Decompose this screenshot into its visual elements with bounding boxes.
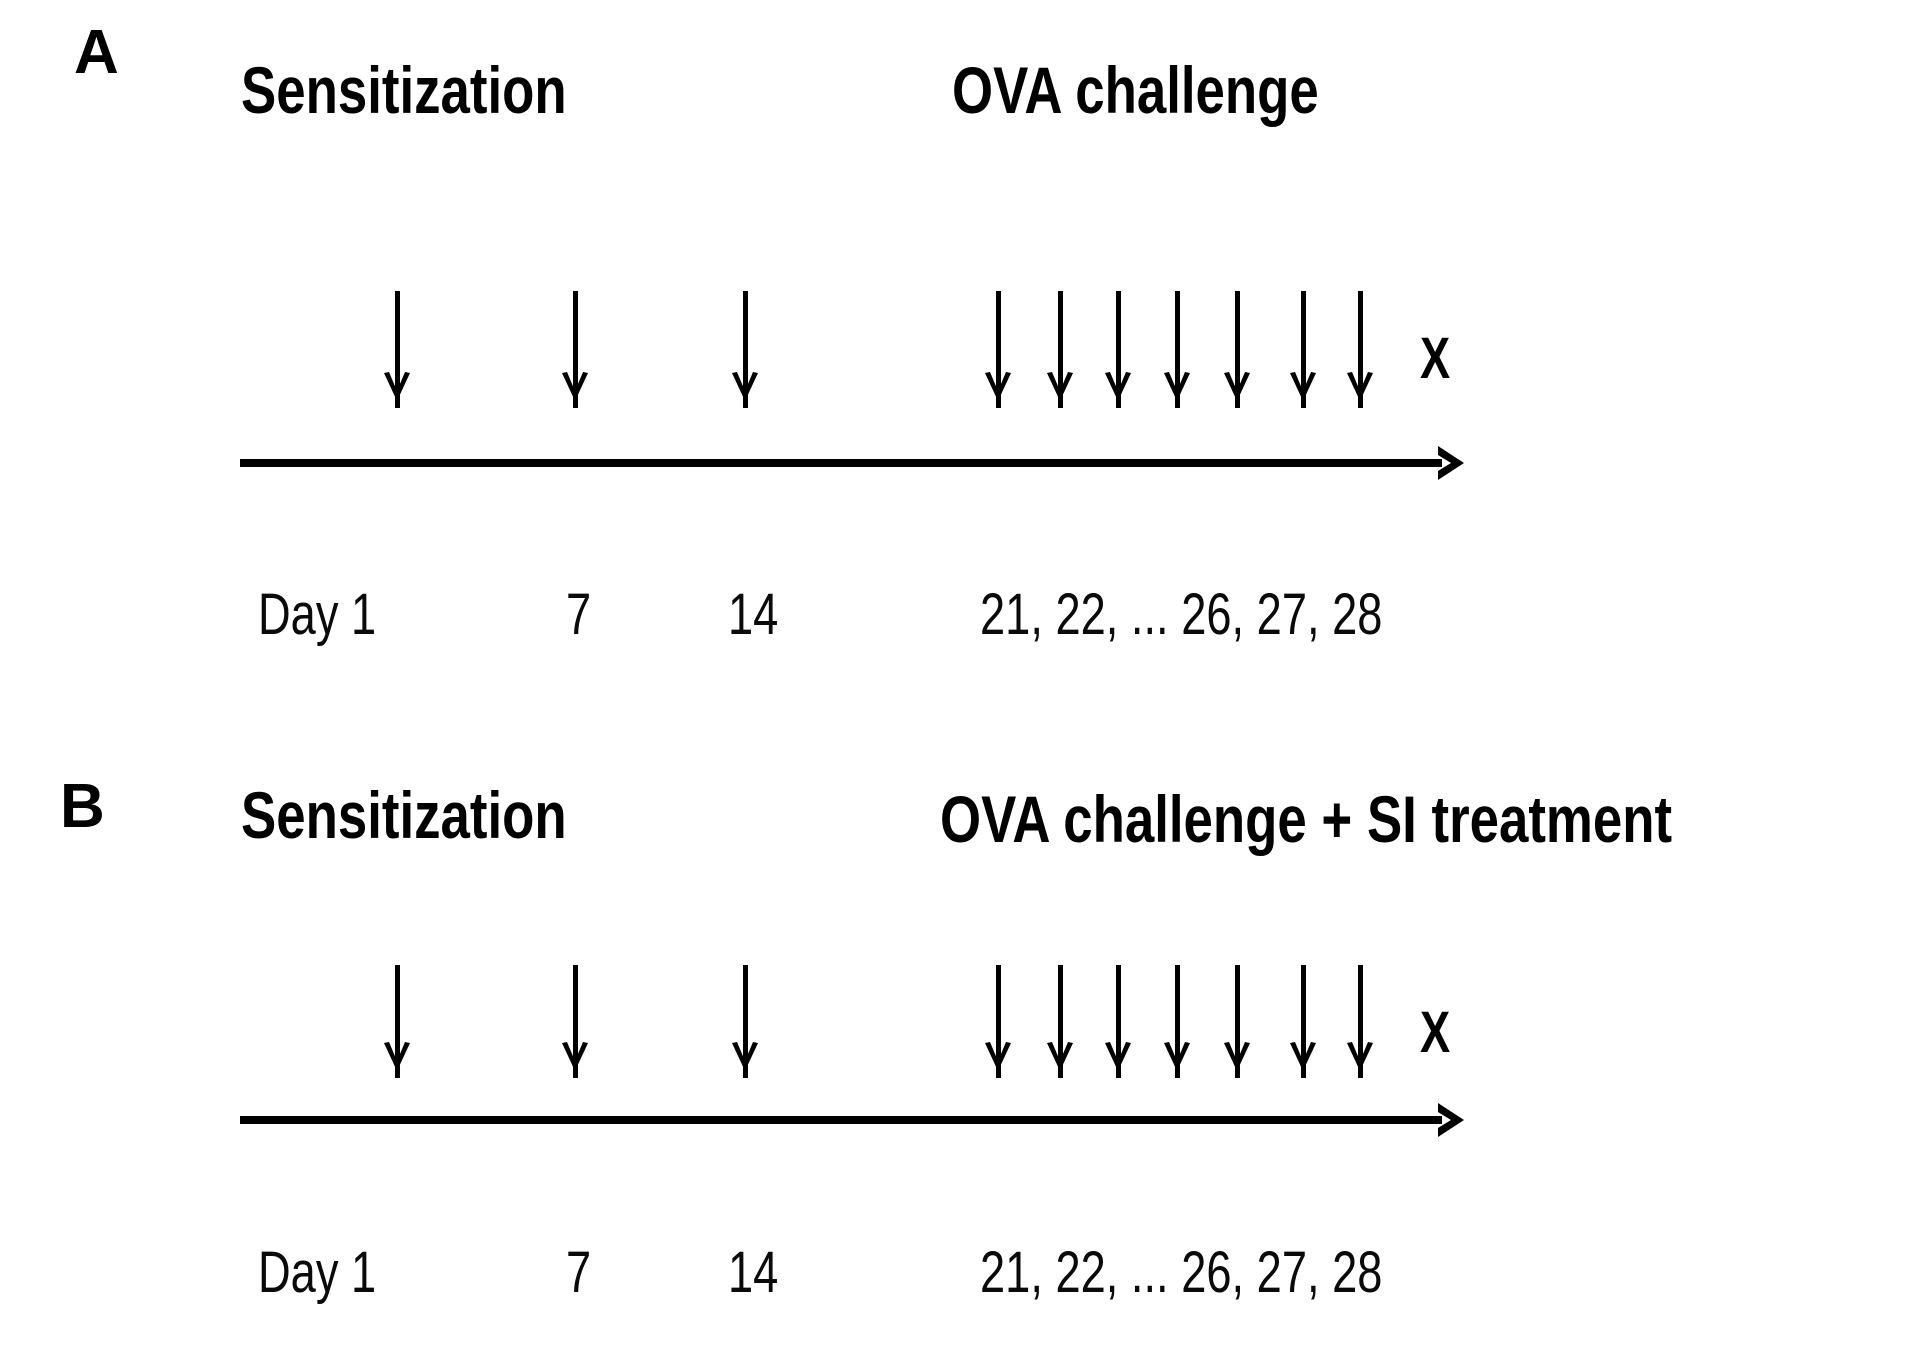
day-label-4: 21, 22, ... 26, 27, 28 [980,582,1383,647]
challenge-arrow-3 [1103,965,1133,1078]
day-label-1: Day 1 [258,1240,377,1305]
challenge-arrow-6 [1288,965,1318,1078]
panel-b-heading-sensitization: Sensitization [241,778,567,852]
challenge-arrow-1 [983,965,1013,1078]
arrow-shaft [1358,291,1363,408]
sensitization-arrow-day-1 [382,965,412,1078]
arrow-down-icon [383,1041,411,1079]
day-label-1: Day 1 [258,582,377,647]
arrow-down-icon [1223,1041,1251,1079]
arrow-shaft [996,965,1001,1078]
arrow-down-icon [561,1041,589,1079]
arrow-shaft [743,965,748,1078]
arrow-shaft [1301,965,1306,1078]
day-label-3: 14 [728,582,779,647]
day-label-4: 21, 22, ... 26, 27, 28 [980,1240,1383,1305]
sensitization-arrow-day-7 [560,965,590,1078]
arrow-shaft [395,291,400,408]
arrow-shaft [573,291,578,408]
arrow-shaft [1301,291,1306,408]
arrow-down-icon [1046,371,1074,409]
arrow-down-icon [731,371,759,409]
arrow-down-icon [1289,1041,1317,1079]
challenge-arrow-7 [1345,965,1375,1078]
arrow-down-icon [561,371,589,409]
challenge-arrow-5 [1222,965,1252,1078]
challenge-arrow-6 [1288,291,1318,408]
arrow-shaft [1116,965,1121,1078]
panel-b-axis-arrowhead-icon [1434,1100,1474,1140]
panel-a-timeline-axis [240,443,1468,483]
panel-letter-a: A [74,18,119,87]
panel-a-heading-sensitization: Sensitization [241,53,567,127]
arrow-down-icon [984,371,1012,409]
arrow-shaft [1058,965,1063,1078]
arrow-shaft [573,965,578,1078]
arrow-shaft [1116,291,1121,408]
sensitization-arrow-day-14 [730,291,760,408]
arrow-down-icon [1163,1041,1191,1079]
challenge-arrow-5 [1222,291,1252,408]
panel-b-timeline-axis [240,1100,1468,1140]
arrow-down-icon [1223,371,1251,409]
sensitization-arrow-day-1 [382,291,412,408]
arrow-shaft [1235,291,1240,408]
panel-a-axis-line [240,459,1442,467]
arrow-shaft [743,291,748,408]
arrow-shaft [1175,965,1180,1078]
arrow-shaft [1058,291,1063,408]
arrow-shaft [1175,291,1180,408]
arrow-shaft [1358,965,1363,1078]
arrow-down-icon [731,1041,759,1079]
arrow-down-icon [1289,371,1317,409]
arrow-down-icon [1104,1041,1132,1079]
arrow-down-icon [1163,371,1191,409]
challenge-arrow-1 [983,291,1013,408]
challenge-arrow-2 [1045,291,1075,408]
panel-b-heading-ova-challenge-si-treatment: OVA challenge + SI treatment [940,782,1673,856]
challenge-arrow-7 [1345,291,1375,408]
day-label-2: 7 [566,582,592,647]
arrow-down-icon [1346,1041,1374,1079]
panel-a-heading-ova-challenge: OVA challenge [952,53,1319,127]
panel-b-axis-line [240,1116,1442,1124]
challenge-arrow-4 [1162,965,1192,1078]
panel-a-axis-arrowhead-icon [1434,443,1474,483]
arrow-shaft [1235,965,1240,1078]
challenge-arrow-4 [1162,291,1192,408]
panel-a-endpoint-x-marker: X [1420,326,1451,391]
panel-b: B Sensitization OVA challenge + SI treat… [0,752,1925,1348]
panel-b-endpoint-x-marker: X [1420,1000,1451,1065]
arrow-down-icon [1104,371,1132,409]
challenge-arrow-3 [1103,291,1133,408]
sensitization-arrow-day-14 [730,965,760,1078]
day-label-3: 14 [728,1240,779,1305]
sensitization-arrow-day-7 [560,291,590,408]
arrow-shaft [395,965,400,1078]
arrow-down-icon [984,1041,1012,1079]
arrow-down-icon [1346,371,1374,409]
challenge-arrow-2 [1045,965,1075,1078]
day-label-2: 7 [566,1240,592,1305]
panel-letter-b: B [60,772,105,841]
arrow-down-icon [383,371,411,409]
panel-a: A Sensitization OVA challenge X Day 1 7 14… [74,18,1468,647]
arrow-shaft [996,291,1001,408]
arrow-down-icon [1046,1041,1074,1079]
